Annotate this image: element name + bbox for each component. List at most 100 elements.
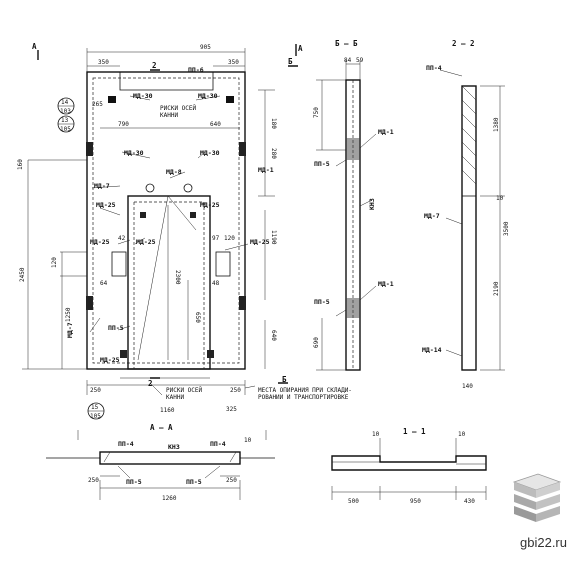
svg-text:250: 250 — [226, 477, 237, 484]
dim-325: 325 — [226, 406, 237, 413]
left-niche — [111, 251, 127, 277]
site-watermark: gbi22.ru — [520, 535, 567, 550]
svg-text:1260: 1260 — [162, 495, 177, 502]
svg-text:2190: 2190 — [493, 281, 500, 296]
label-md30-c: МД-30 — [124, 149, 144, 157]
label-pp5: ПП-5 — [108, 324, 124, 332]
dim-42: 42 — [118, 235, 126, 242]
section-mark-b-bottom: Б — [282, 375, 287, 384]
svg-text:ПП-5: ПП-5 — [314, 160, 330, 168]
svg-text:103: 103 — [60, 108, 71, 115]
dim-1250: 1250 — [65, 307, 72, 322]
svg-text:250: 250 — [88, 477, 99, 484]
section-mark-a-right: А — [298, 44, 303, 53]
section-mark-a: А — [32, 42, 37, 51]
label-pp6: ПП-6 — [188, 66, 204, 74]
top-recess — [119, 72, 214, 91]
svg-text:КНЗ: КНЗ — [168, 443, 180, 451]
dim-1160: 1160 — [160, 407, 175, 414]
dim-48: 48 — [212, 280, 220, 287]
dim-350-left: 350 — [98, 59, 109, 66]
dim-350-right: 350 — [228, 59, 239, 66]
svg-text:140: 140 — [462, 383, 473, 390]
dim-250-right: 250 — [230, 387, 241, 394]
label-md25-c: МД-25 — [90, 238, 110, 246]
dim-120: 120 — [51, 257, 58, 268]
section-22: 2 – 2 1380 3500 2190 10 140 ПП-4 МД-7 МД… — [422, 39, 510, 390]
svg-text:59: 59 — [356, 57, 364, 64]
dim-160: 160 — [17, 159, 24, 170]
svg-text:950: 950 — [410, 498, 421, 505]
svg-text:3500: 3500 — [503, 221, 510, 236]
dim-120-inner: 120 — [224, 235, 235, 242]
label-md25-e: МД-25 — [250, 238, 270, 246]
label-md30-d: МД-30 — [200, 149, 220, 157]
section-aa: А – А 250 250 1260 10 ПП-4 КНЗ ПП-4 ПП-5… — [46, 423, 275, 502]
dim-650: 650 — [194, 312, 201, 323]
svg-text:КНЗ: КНЗ — [368, 198, 376, 210]
svg-text:10: 10 — [496, 195, 504, 202]
svg-text:ПП-4: ПП-4 — [118, 440, 134, 448]
stacked-slabs-icon — [512, 473, 562, 522]
panel-inner-line — [92, 77, 240, 364]
dim-250-left: 250 — [90, 387, 101, 394]
dim-905: 905 — [200, 44, 211, 51]
dim-97: 97 — [212, 235, 220, 242]
svg-text:ПП-4: ПП-4 — [426, 64, 442, 72]
section-bb: Б – Б 84 59 750 690 МД-1 ПП-5 КНЗ МД-1 П… — [313, 39, 394, 371]
svg-text:10: 10 — [244, 437, 252, 444]
door-opening — [127, 195, 211, 370]
label-md7: МД-7 — [94, 182, 110, 190]
svg-text:105: 105 — [90, 413, 101, 420]
dim-790: 790 — [118, 121, 129, 128]
svg-text:500: 500 — [348, 498, 359, 505]
svg-text:МД-1: МД-1 — [378, 128, 394, 136]
svg-text:ПП-5: ПП-5 — [314, 298, 330, 306]
svg-text:690: 690 — [313, 337, 320, 348]
label-md30-b: МД-30 — [198, 92, 218, 100]
note-mount: МЕСТА ОПИРАНИЯ ПРИ СКЛАДИ-РОВАНИИ И ТРАН… — [258, 387, 352, 401]
label-md7-side: МД-7 — [66, 322, 74, 338]
label-md1: МД-1 — [258, 166, 274, 174]
dim-2300: 2300 — [174, 270, 181, 285]
cut-mark-2-top: 2 — [152, 61, 157, 70]
dim-265: 265 — [92, 101, 103, 108]
svg-text:750: 750 — [313, 107, 320, 118]
label-md25-a: МД-25 — [96, 201, 116, 209]
svg-text:15: 15 — [91, 404, 99, 411]
dim-640-right: 640 — [270, 330, 277, 341]
section-22-title: 2 – 2 — [452, 39, 475, 48]
section-aa-title: А – А — [150, 423, 173, 432]
dim-280: 280 — [270, 148, 277, 159]
section-11-title: 1 – 1 — [403, 427, 426, 436]
svg-text:14: 14 — [61, 99, 69, 106]
svg-text:МД-7: МД-7 — [424, 212, 440, 220]
svg-text:105: 105 — [60, 126, 71, 133]
svg-text:ПП-4: ПП-4 — [210, 440, 226, 448]
svg-text:430: 430 — [464, 498, 475, 505]
section-mark-b: Б — [288, 57, 293, 66]
dim-64: 64 — [100, 280, 108, 287]
svg-text:ПП-5: ПП-5 — [186, 478, 202, 486]
dim-2450: 2450 — [19, 267, 26, 282]
section-bb-title: Б – Б — [335, 39, 358, 48]
dim-1190: 1190 — [270, 230, 277, 245]
front-view: А А Б Б 2 2 905 350 350 265 180 790 640 … — [17, 42, 352, 420]
svg-text:10: 10 — [372, 431, 380, 438]
svg-text:10: 10 — [458, 431, 466, 438]
svg-text:ПП-5: ПП-5 — [126, 478, 142, 486]
svg-text:1380: 1380 — [493, 117, 500, 132]
dim-640: 640 — [210, 121, 221, 128]
label-md8: МД-8 — [166, 168, 182, 176]
label-md30-a: МД-30 — [133, 92, 153, 100]
section-11: 1 – 1 500 950 430 10 10 — [331, 427, 487, 505]
label-md25-b: МД-25 — [200, 201, 220, 209]
svg-text:13: 13 — [61, 117, 69, 124]
dim-780: 180 — [270, 118, 277, 129]
svg-text:84: 84 — [344, 57, 352, 64]
cut-mark-2-bottom: 2 — [148, 379, 153, 388]
svg-text:МД-14: МД-14 — [422, 346, 442, 354]
